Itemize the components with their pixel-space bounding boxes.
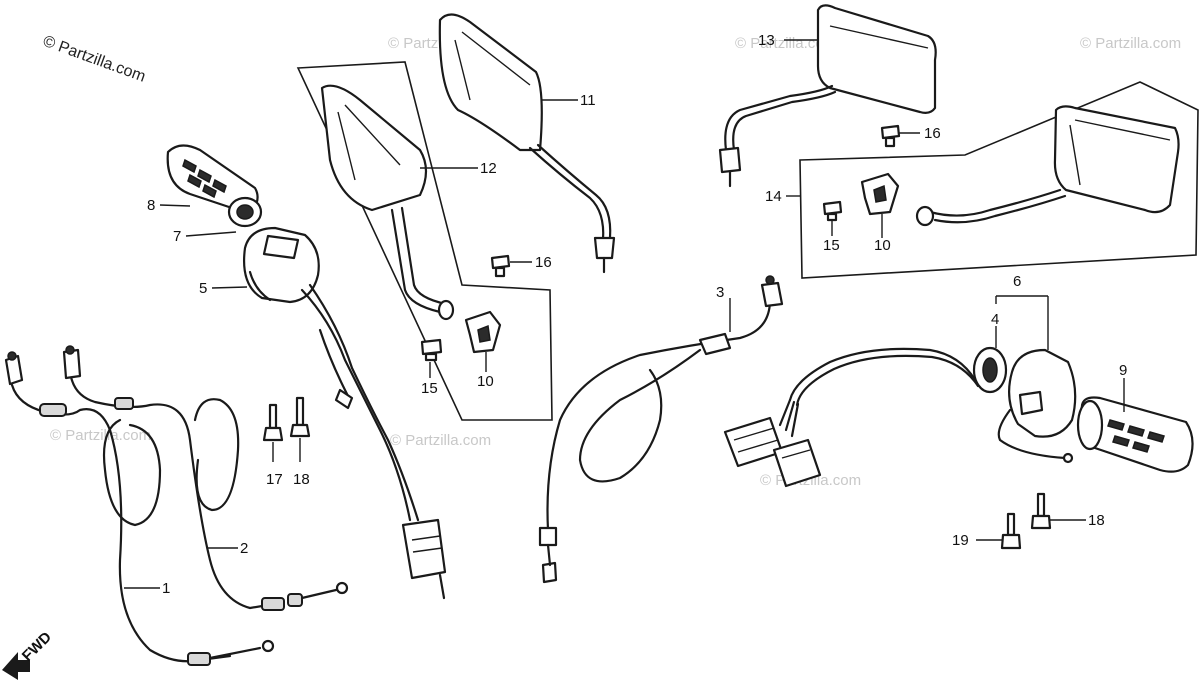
callout-5: 5 <box>199 280 207 297</box>
forward-direction-arrow: FWD <box>2 629 55 680</box>
mirror-holder-10-left <box>464 310 502 354</box>
watermark: © Partzilla.com <box>50 427 151 444</box>
screw-17 <box>262 403 284 442</box>
callout-1: 1 <box>162 580 170 597</box>
mirror-holder-10-right <box>860 172 900 216</box>
throttle-cable-return <box>68 368 349 611</box>
screw-19 <box>1000 512 1022 550</box>
callout-10: 10 <box>477 373 494 390</box>
callout-13: 13 <box>758 32 775 49</box>
right-mirror-14 <box>915 105 1180 227</box>
left-switch-wiring <box>300 283 447 600</box>
callout-leaders <box>124 39 1125 589</box>
watermark: © Partzilla.com <box>735 35 836 52</box>
callout-4: 4 <box>991 311 999 328</box>
callout-16: 16 <box>924 125 941 142</box>
mirror-set-14-group <box>799 81 1199 279</box>
callout-14: 14 <box>765 188 782 205</box>
watermark: © Partzilla.com <box>390 432 491 449</box>
watermark: © Partzilla.com <box>1080 35 1181 52</box>
cable-3 <box>538 275 784 584</box>
callout-7: 7 <box>173 228 181 245</box>
callout-2: 2 <box>240 540 248 557</box>
left-mirror-12 <box>320 84 455 321</box>
screw-16-left <box>490 254 511 278</box>
callout-8: 8 <box>147 197 155 214</box>
callout-9: 9 <box>1119 362 1127 379</box>
throttle-pipe-4 <box>972 346 1008 394</box>
screw-16-right <box>880 124 901 148</box>
callout-11: 11 <box>580 92 596 109</box>
screw-15-left <box>420 338 443 362</box>
copyright-label: © Partzilla.com <box>41 33 148 86</box>
left-switch-housing <box>243 226 320 304</box>
callout-17: 17 <box>266 471 283 488</box>
right-grip-9 <box>1076 396 1194 473</box>
fwd-label: FWD <box>19 629 55 665</box>
cable-end-fittings <box>4 345 82 386</box>
screw-18-right <box>1030 492 1052 530</box>
screw-18-left <box>289 396 311 438</box>
screw-15-right <box>822 200 843 222</box>
callout-3: 3 <box>716 284 724 301</box>
callout-10: 10 <box>874 237 891 254</box>
callout-18: 18 <box>1088 512 1105 529</box>
callout-15: 15 <box>421 380 438 397</box>
callout-18: 18 <box>293 471 310 488</box>
callout-12: 12 <box>480 160 497 177</box>
callout-6: 6 <box>1013 273 1021 290</box>
throttle-cable-pull <box>10 383 275 666</box>
left-grip <box>166 144 259 216</box>
mirror-set-12-group <box>296 61 553 421</box>
right-switch-wiring <box>723 347 980 488</box>
mirror-13 <box>718 4 937 188</box>
callout-15: 15 <box>823 237 840 254</box>
mirror-11 <box>438 13 616 274</box>
callout-16: 16 <box>535 254 552 271</box>
callout-19: 19 <box>952 532 969 549</box>
right-switch-housing <box>997 348 1077 464</box>
grip-end-pipe <box>227 196 263 228</box>
